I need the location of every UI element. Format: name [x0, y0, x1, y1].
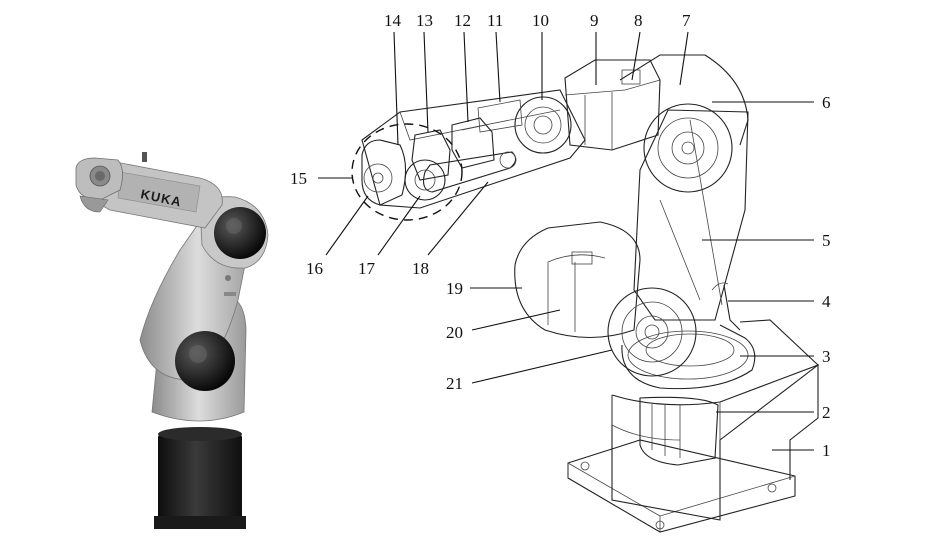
- label-8: 8: [634, 11, 643, 30]
- wrist-detail-circle: [351, 123, 463, 221]
- label-11: 11: [487, 11, 503, 30]
- label-5: 5: [822, 231, 831, 250]
- base-motor: [639, 396, 719, 466]
- label-10: 10: [532, 11, 549, 30]
- label-6: 6: [822, 93, 831, 112]
- photo-base-top: [158, 427, 242, 441]
- label-12: 12: [454, 11, 471, 30]
- photo-joint2-cap: [175, 331, 235, 391]
- forearm-motor: [564, 59, 661, 151]
- label-7: 7: [682, 11, 691, 30]
- robot-photo: KUKA: [75, 152, 269, 529]
- label-4: 4: [822, 292, 831, 311]
- robot-drawing: [351, 54, 820, 533]
- elbow-housing: [619, 54, 749, 146]
- pedestal: [611, 363, 819, 521]
- callout-labels: 1 2 3 4 5 6 7 8 9 10 11 12 13 14 15 16 1…: [290, 11, 831, 460]
- photo-base: [158, 432, 242, 524]
- wrist-pulley: [404, 159, 446, 201]
- label-20: 20: [446, 323, 463, 342]
- label-16: 16: [306, 259, 323, 278]
- photo-base-plate: [154, 516, 246, 529]
- label-9: 9: [590, 11, 599, 30]
- label-15: 15: [290, 169, 307, 188]
- label-21: 21: [446, 374, 463, 393]
- label-2: 2: [822, 403, 831, 422]
- leader-lines: [318, 31, 814, 451]
- label-14: 14: [384, 11, 402, 30]
- label-17: 17: [358, 259, 376, 278]
- label-13: 13: [416, 11, 433, 30]
- forearm: [361, 89, 586, 209]
- shoulder-joint: [607, 287, 697, 377]
- wrist-flange: [361, 139, 407, 206]
- elbow-joint: [643, 103, 733, 193]
- label-1: 1: [822, 441, 831, 460]
- shoulder-motor: [514, 221, 641, 339]
- lower-arm: [633, 109, 749, 321]
- label-3: 3: [822, 347, 831, 366]
- label-18: 18: [412, 259, 429, 278]
- belt-drive: [423, 151, 517, 193]
- wrist-motor: [451, 117, 495, 169]
- label-19: 19: [446, 279, 463, 298]
- forearm-flange: [514, 96, 572, 154]
- slewing-bearing: [621, 324, 756, 390]
- photo-joint3-cap: [214, 207, 266, 259]
